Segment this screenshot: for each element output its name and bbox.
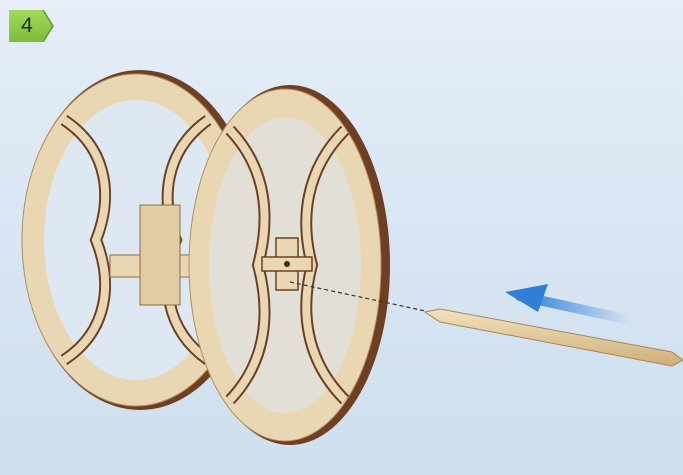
insert-direction-arrow-icon: [505, 284, 630, 320]
toothpick-axle: [425, 309, 683, 366]
front-gear: [189, 85, 390, 445]
